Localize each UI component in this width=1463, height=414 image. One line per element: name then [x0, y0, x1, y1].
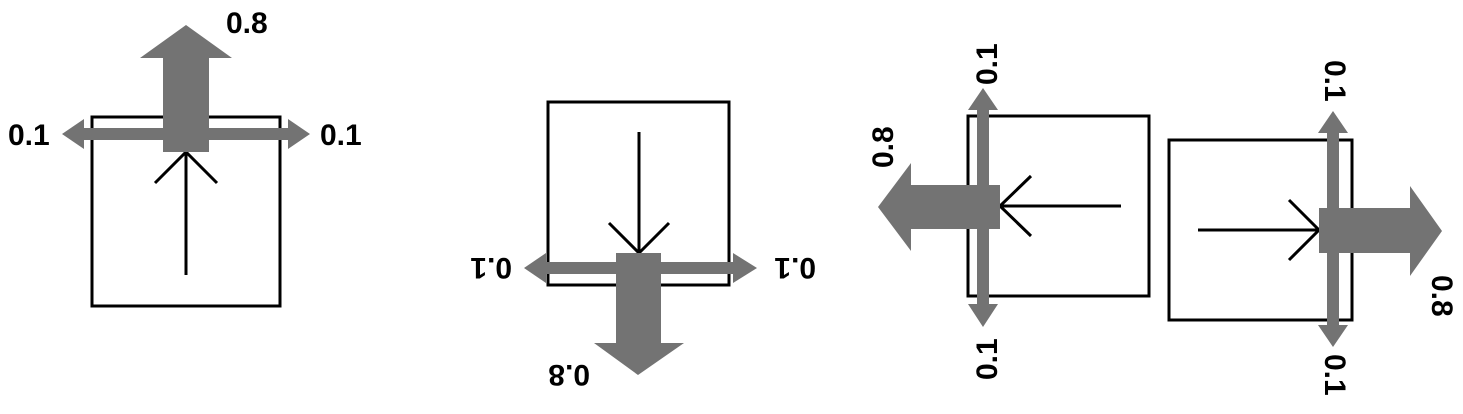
panel-up: 0.8 0.1 0.1	[8, 7, 362, 308]
slip-arrow-left	[62, 119, 186, 149]
slip-arrow-left	[524, 253, 639, 283]
main-arrow-left	[878, 163, 1000, 251]
main-probability-label: 0.8	[226, 7, 268, 40]
left-probability-label: 0.1	[971, 43, 1004, 85]
slip-arrow-down	[968, 206, 998, 327]
main-probability-label: 0.8	[548, 358, 590, 391]
slip-arrow-up	[968, 88, 998, 206]
main-probability-label: 0.8	[867, 126, 900, 168]
left-probability-label: 0.1	[1318, 60, 1351, 102]
main-arrow-right	[1319, 186, 1442, 276]
right-probability-label: 0.1	[470, 251, 512, 284]
right-probability-label: 0.1	[320, 119, 362, 152]
intended-action-arrow-right	[1198, 198, 1322, 262]
slip-arrow-right	[186, 119, 310, 149]
intended-action-arrow-up	[153, 149, 219, 275]
panel-right: 0.1 0.1 0.8	[1167, 60, 1458, 396]
left-probability-label: 0.1	[8, 119, 50, 152]
main-arrow-up	[140, 25, 232, 152]
panel-left: 0.1 0.1 0.8	[867, 43, 1151, 380]
panel-down: 0.8 0.1 0.1	[470, 100, 816, 391]
intended-action-arrow-left	[997, 174, 1121, 238]
main-probability-label: 0.8	[1425, 275, 1458, 317]
right-probability-label: 0.1	[971, 338, 1004, 380]
main-arrow-down	[594, 253, 684, 375]
slip-arrow-down	[1318, 230, 1348, 347]
intended-action-arrow-down	[607, 132, 671, 256]
left-probability-label: 0.1	[774, 251, 816, 284]
right-probability-label: 0.1	[1318, 354, 1351, 396]
slip-arrow-right	[639, 253, 757, 283]
slip-arrow-up	[1318, 111, 1348, 230]
